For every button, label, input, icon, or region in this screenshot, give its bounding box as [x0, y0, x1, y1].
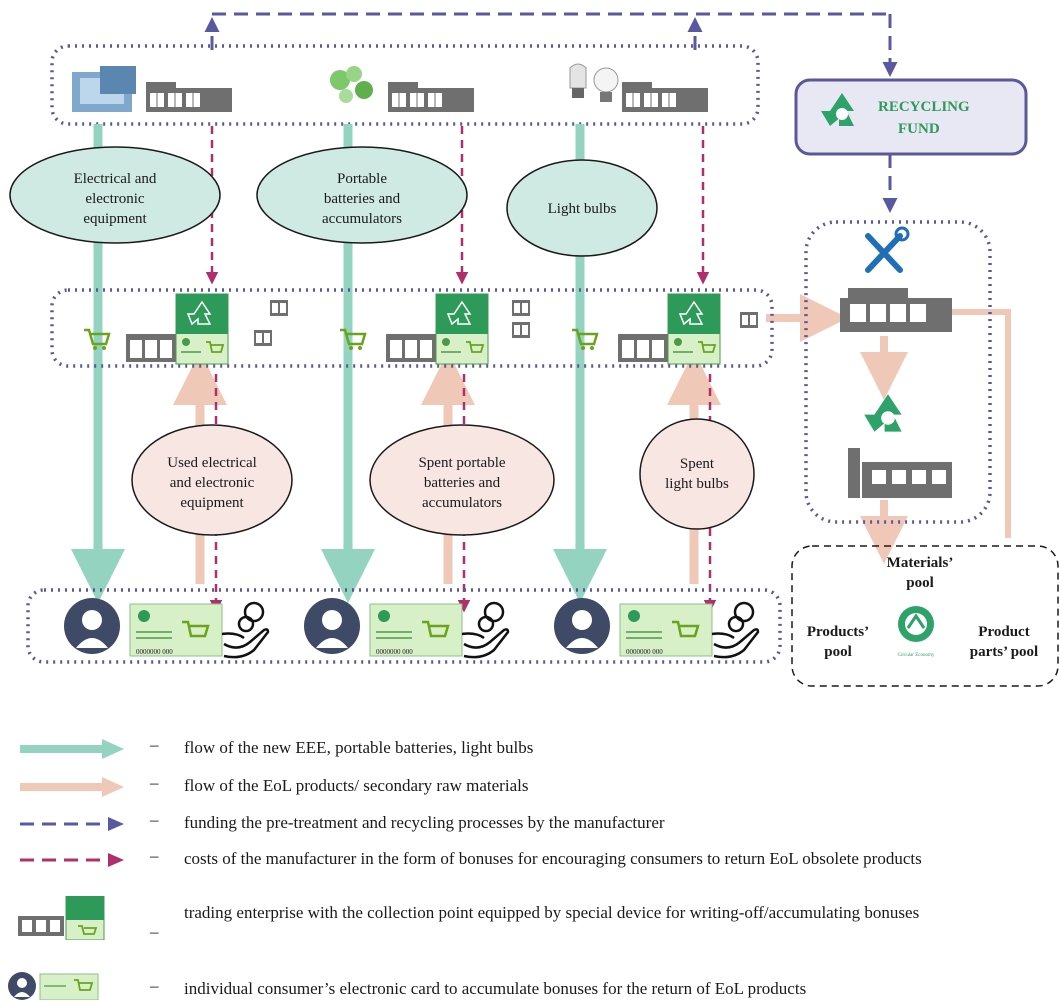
legend-item: – costs of the manufacturer in the form … — [0, 846, 1060, 902]
collection-point-bulbs — [570, 293, 758, 365]
card-number: 0000000 000 — [376, 648, 413, 656]
legend-dash: – — [150, 976, 159, 995]
light-bulb-manufacturer — [569, 63, 709, 113]
green-arrow-icon — [20, 739, 124, 759]
card-number: 0000000 000 — [136, 648, 173, 656]
consumer-bulbs: 0000000 000 — [552, 596, 760, 659]
battery-manufacturer — [330, 66, 475, 113]
pretreatment-plant — [840, 288, 952, 332]
consumer-batteries: 0000000 000 — [302, 596, 510, 659]
collection-point-batteries — [338, 293, 530, 365]
manufacturers-group — [50, 44, 760, 126]
trade-collection-group — [50, 288, 774, 368]
circular-badge-label: Circular Economy — [898, 653, 935, 658]
recycling-fund-box: RECYCLING FUND — [794, 78, 1028, 156]
materials-pool-label: Materials’pool — [887, 555, 954, 591]
legend-text: individual consumer’s electronic card to… — [184, 979, 807, 998]
funding-loop — [204, 12, 898, 213]
recycling-plant — [848, 394, 952, 498]
legend-text: flow of the new EEE, portable batteries,… — [184, 738, 534, 757]
legend-text: flow of the EoL products/ secondary raw … — [184, 776, 529, 795]
recycling-fund-line2: FUND — [898, 121, 940, 137]
legend-item: – funding the pre-treatment and recyclin… — [0, 810, 1060, 840]
legend-dash: – — [150, 773, 159, 792]
legend-text: trading enterprise with the collection p… — [184, 903, 920, 922]
legend-text: costs of the manufacturer in the form of… — [184, 849, 922, 868]
tools-icon — [865, 226, 910, 273]
product-ellipse-bulbs: Light bulbs — [506, 159, 658, 257]
products-pool-label: Products’pool — [807, 624, 869, 660]
legend-text: funding the pre-treatment and recycling … — [184, 813, 665, 832]
eee-manufacturer — [72, 66, 233, 113]
legend-dash: – — [150, 922, 159, 941]
eol-return-flows — [173, 294, 1011, 584]
red-dashed-arrow-icon — [20, 853, 124, 867]
legend-item: – flow of the new EEE, portable batterie… — [0, 735, 1060, 765]
legend-item: – flow of the EoL products/ secondary ra… — [0, 773, 1060, 803]
collection-point-icon — [18, 896, 105, 940]
pink-arrow-icon — [20, 777, 124, 797]
consumer-eee: 0000000 000 — [62, 596, 270, 659]
collection-point-eee — [82, 293, 288, 365]
legend-dash: – — [150, 810, 159, 829]
recycling-fund-line1: RECYCLING — [878, 99, 970, 115]
card-number: 0000000 000 — [626, 648, 663, 656]
legend-dash: – — [150, 846, 159, 865]
legend-dash: – — [150, 735, 159, 754]
consumers-group — [26, 588, 782, 664]
consumer-card-icon — [8, 972, 99, 1000]
circular-economy-icon: Circular Economy — [898, 606, 935, 658]
legend-item: – trading enterprise with the collection… — [0, 896, 1060, 978]
recycling-facility-group — [804, 220, 992, 524]
legend-item: – individual consumer’s electronic card … — [0, 972, 1060, 1006]
product-label-bulbs: Light bulbs — [548, 201, 617, 217]
blue-dashed-arrow-icon — [20, 817, 124, 831]
